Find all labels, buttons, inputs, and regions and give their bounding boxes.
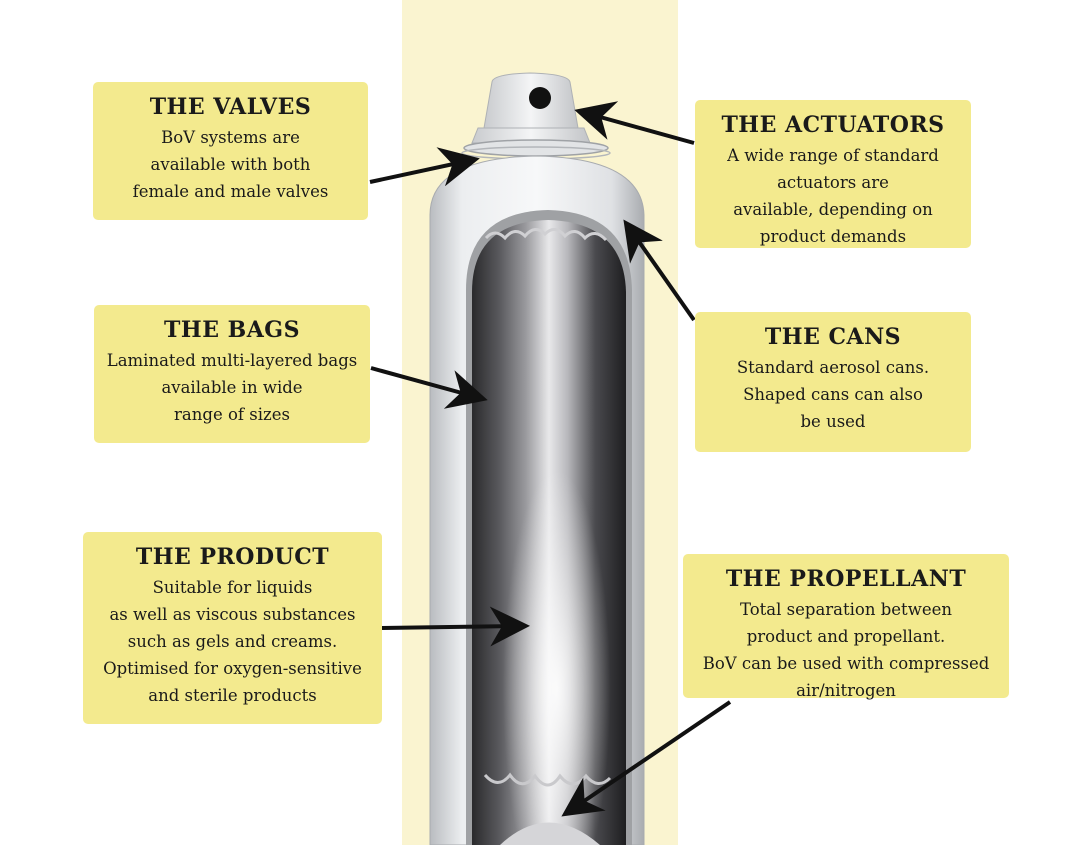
arrow-product <box>382 626 522 628</box>
callout-line: A wide range of standard <box>695 142 971 169</box>
callout-cans: THE CANS Standard aerosol cans. Shaped c… <box>695 312 971 452</box>
callout-line: such as gels and creams. <box>83 628 382 655</box>
callout-line: female and male valves <box>93 178 368 205</box>
bag-cutaway <box>466 210 632 845</box>
callout-line: Standard aerosol cans. <box>695 354 971 381</box>
callout-valves-title: THE VALVES <box>93 94 368 120</box>
callout-bags-title: THE BAGS <box>94 317 370 343</box>
callout-product-text: Suitable for liquids as well as viscous … <box>83 574 382 709</box>
callout-line: BoV can be used with compressed <box>683 650 1009 677</box>
callout-line: available with both <box>93 151 368 178</box>
callout-line: air/nitrogen <box>683 677 1009 704</box>
callout-line: Laminated multi-layered bags <box>94 347 370 374</box>
callout-propellant-text: Total separation between product and pro… <box>683 596 1009 704</box>
callout-line: be used <box>695 408 971 435</box>
callout-line: as well as viscous substances <box>83 601 382 628</box>
callout-bags: THE BAGS Laminated multi-layered bags av… <box>94 305 370 443</box>
callout-cans-text: Standard aerosol cans. Shaped cans can a… <box>695 354 971 435</box>
callout-valves: THE VALVES BoV systems are available wit… <box>93 82 368 220</box>
actuator-cap <box>462 73 610 159</box>
callout-line: available, depending on <box>695 196 971 223</box>
callout-product: THE PRODUCT Suitable for liquids as well… <box>83 532 382 724</box>
callout-cans-title: THE CANS <box>695 324 971 350</box>
callout-actuators-text: A wide range of standard actuators are a… <box>695 142 971 250</box>
callout-line: product demands <box>695 223 971 250</box>
callout-line: available in wide <box>94 374 370 401</box>
callout-line: Suitable for liquids <box>83 574 382 601</box>
callout-bags-text: Laminated multi-layered bags available i… <box>94 347 370 428</box>
callout-line: product and propellant. <box>683 623 1009 650</box>
callout-line: Total separation between <box>683 596 1009 623</box>
callout-actuators-title: THE ACTUATORS <box>695 112 971 138</box>
callout-line: range of sizes <box>94 401 370 428</box>
callout-line: Optimised for oxygen-sensitive <box>83 655 382 682</box>
callout-line: Shaped cans can also <box>695 381 971 408</box>
arrow-actuators <box>582 112 694 143</box>
callout-valves-text: BoV systems are available with both fema… <box>93 124 368 205</box>
callout-line: actuators are <box>695 169 971 196</box>
callout-propellant-title: THE PROPELLANT <box>683 566 1009 592</box>
callout-product-title: THE PRODUCT <box>83 544 382 570</box>
callout-propellant: THE PROPELLANT Total separation between … <box>683 554 1009 698</box>
callout-line: BoV systems are <box>93 124 368 151</box>
callout-line: and sterile products <box>83 682 382 709</box>
callout-actuators: THE ACTUATORS A wide range of standard a… <box>695 100 971 248</box>
